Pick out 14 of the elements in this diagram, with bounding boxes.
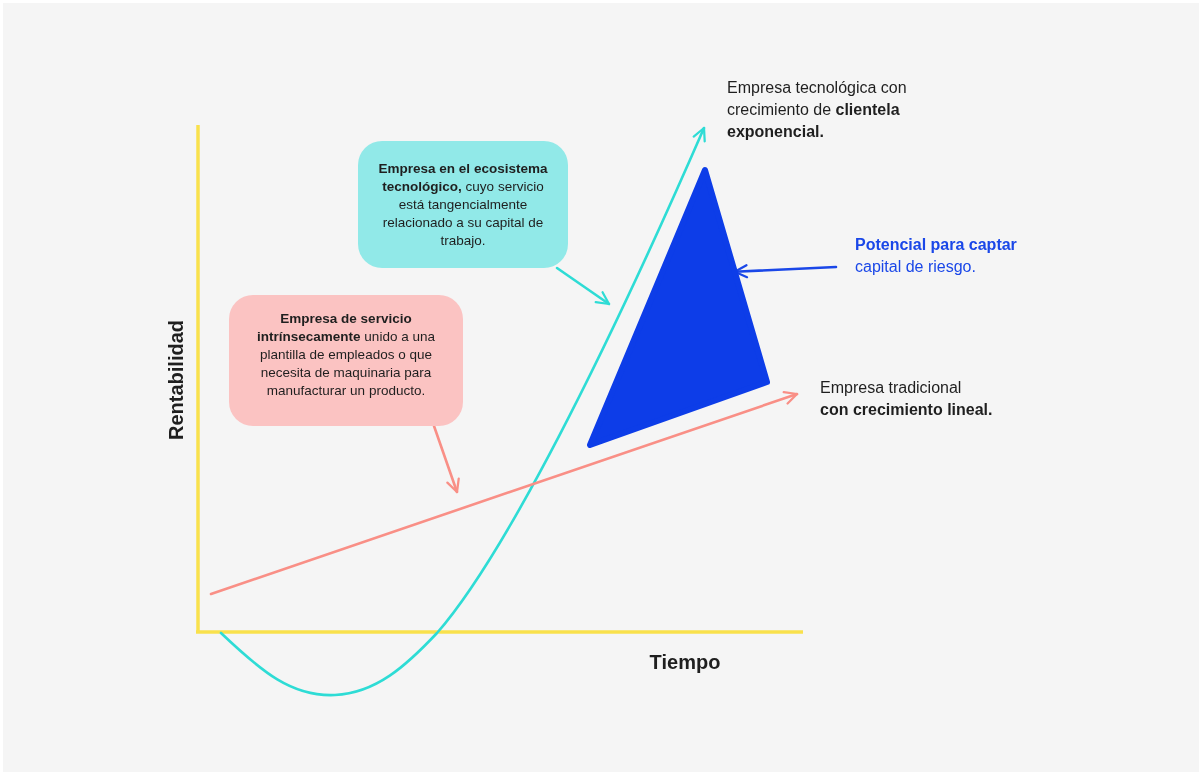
annotation-text: Empresa tradicional con crecimiento lineal. (797, 377, 1040, 421)
arrow (555, 266, 611, 306)
annotation-text: Potencial para captar capital de riesgo. (836, 234, 1055, 278)
callout-box (229, 295, 463, 426)
growth-curve-arrow (219, 126, 706, 697)
growth-line-arrow (209, 391, 799, 596)
arrow (432, 424, 460, 494)
y-axis-title: Rentabilidad (164, 320, 188, 440)
callout-text: Empresa en el ecosistema tecnológico, cuyo servicio está tangencialmente relacionado a su capital de trabajo. (377, 160, 549, 250)
callout-box (358, 141, 568, 268)
triangle-area (586, 166, 770, 448)
x-axis-title: Tiempo (649, 650, 721, 674)
annotation-text: Empresa tecnológica con crecimiento de clientela exponencial. (704, 77, 942, 143)
callout-text: Empresa de servicio intrínsecamente unido a una plantilla de empleados o que necesita de maquinaria para manufacturar un producto. (256, 310, 436, 400)
